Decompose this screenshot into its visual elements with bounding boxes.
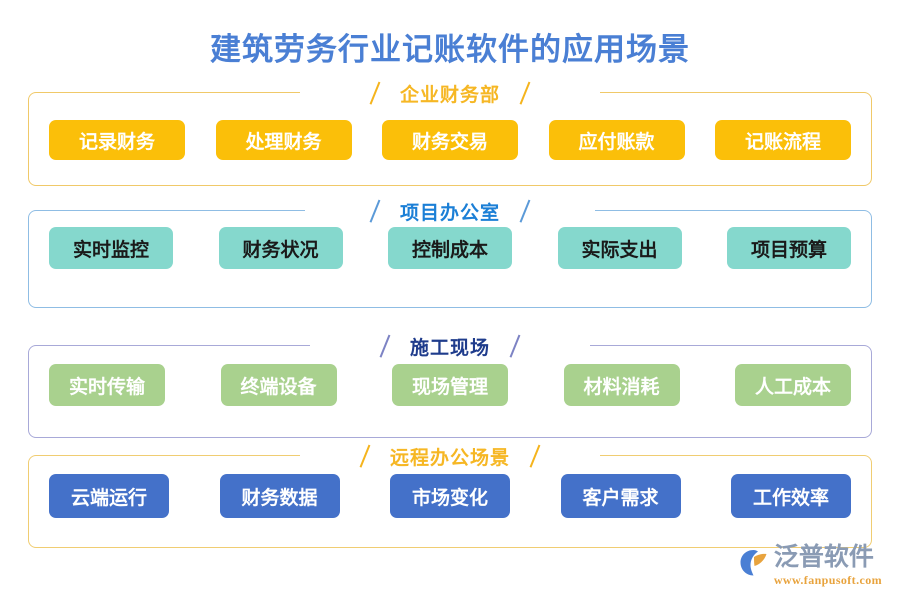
- brand-text: 泛普软件 www.fanpusoft.com: [774, 545, 882, 588]
- tag-item[interactable]: 现场管理: [392, 364, 508, 406]
- tag-item[interactable]: 实时监控: [49, 227, 173, 269]
- tag-item[interactable]: 实际支出: [557, 227, 682, 269]
- tag-item[interactable]: 市场变化: [390, 474, 510, 518]
- tag-item[interactable]: 项目预算: [727, 227, 851, 269]
- tag-item[interactable]: 终端设备: [220, 364, 337, 406]
- tag-item[interactable]: 人工成本: [735, 364, 851, 406]
- brand-logo: 泛普软件 www.fanpusoft.com: [739, 545, 882, 588]
- fanpu-logo-icon: [739, 548, 769, 578]
- tag-item[interactable]: 工作效率: [731, 474, 851, 518]
- tag-item[interactable]: 财务交易: [382, 120, 518, 160]
- tag-item[interactable]: 云端运行: [49, 474, 169, 518]
- tag-row-enterprise-finance: 记录财务 处理财务 财务交易 应付账款 记账流程: [29, 93, 871, 187]
- tag-row-remote-office: 云端运行 财务数据 市场变化 客户需求 工作效率: [29, 456, 871, 536]
- section-project-office: 项目办公室 实时监控 财务状况 控制成本 实际支出 项目预算: [28, 196, 872, 308]
- tag-item[interactable]: 应付账款: [548, 120, 685, 160]
- section-remote-office: 远程办公场景 云端运行 财务数据 市场变化 客户需求 工作效率: [28, 441, 872, 548]
- tag-item[interactable]: 财务状况: [218, 227, 343, 269]
- section-construction-site: 施工现场 实时传输 终端设备 现场管理 材料消耗 人工成本: [28, 331, 872, 438]
- tag-item[interactable]: 记账流程: [715, 120, 851, 160]
- brand-name: 泛普软件: [773, 544, 874, 571]
- tag-item[interactable]: 材料消耗: [563, 364, 680, 406]
- section-enterprise-finance: 企业财务部 记录财务 处理财务 财务交易 应付账款 记账流程: [28, 78, 872, 187]
- tag-item[interactable]: 控制成本: [388, 227, 512, 269]
- brand-url: www.fanpusoft.com: [773, 573, 882, 587]
- tag-item[interactable]: 实时传输: [49, 364, 165, 406]
- tag-row-project-office: 实时监控 财务状况 控制成本 实际支出 项目预算: [29, 211, 871, 285]
- tag-item[interactable]: 处理财务: [215, 120, 352, 160]
- tag-item[interactable]: 记录财务: [49, 120, 185, 160]
- tag-row-construction-site: 实时传输 终端设备 现场管理 材料消耗 人工成本: [29, 346, 871, 424]
- tag-item[interactable]: 客户需求: [560, 474, 681, 518]
- page-title: 建筑劳务行业记账软件的应用场景: [210, 32, 690, 67]
- tag-item[interactable]: 财务数据: [219, 474, 340, 518]
